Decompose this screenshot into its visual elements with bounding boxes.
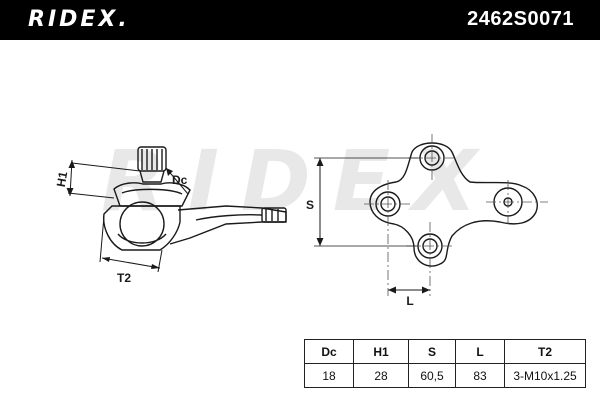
t2-dimension [99, 215, 163, 273]
s-dimension [314, 157, 420, 247]
h1-label: H1 [54, 170, 71, 188]
joint-housing [103, 205, 181, 251]
l-dimension [388, 286, 430, 294]
s-label: S [306, 198, 314, 212]
side-view [103, 146, 287, 251]
ball-joint-technical-drawing: RIDEX H1 Dc [54, 132, 548, 308]
ball [119, 201, 165, 247]
rubber-boot [113, 182, 191, 207]
value-s: 60,5 [408, 363, 456, 388]
value-t2: 3-M10x1.25 [504, 363, 586, 388]
header-dc: Dc [304, 339, 354, 364]
header-l: L [455, 339, 505, 364]
header-bar: RIDEX. 2462S0071 [0, 0, 600, 40]
part-number: 2462S0071 [467, 8, 574, 30]
dc-dimension [165, 167, 189, 195]
spec-table-value-row: 18 28 60,5 83 3-M10x1.25 [304, 363, 586, 388]
header-t2: T2 [504, 339, 586, 364]
h1-dimension [66, 159, 141, 199]
header-s: S [408, 339, 456, 364]
dc-label: Dc [172, 173, 188, 187]
value-h1: 28 [353, 363, 409, 388]
l-label: L [406, 294, 413, 308]
header-h1: H1 [353, 339, 409, 364]
t2-label: T2 [117, 271, 131, 285]
value-dc: 18 [304, 363, 354, 388]
spec-table-header-row: Dc H1 S L T2 [304, 339, 586, 364]
stud-taper [139, 170, 165, 183]
stud-threaded-end [137, 146, 167, 172]
flange-outline [369, 142, 538, 267]
spec-table: Dc H1 S L T2 18 28 60,5 83 3-M10x1.25 [304, 339, 586, 388]
value-l: 83 [455, 363, 505, 388]
brand-logo: RIDEX. [28, 7, 130, 32]
